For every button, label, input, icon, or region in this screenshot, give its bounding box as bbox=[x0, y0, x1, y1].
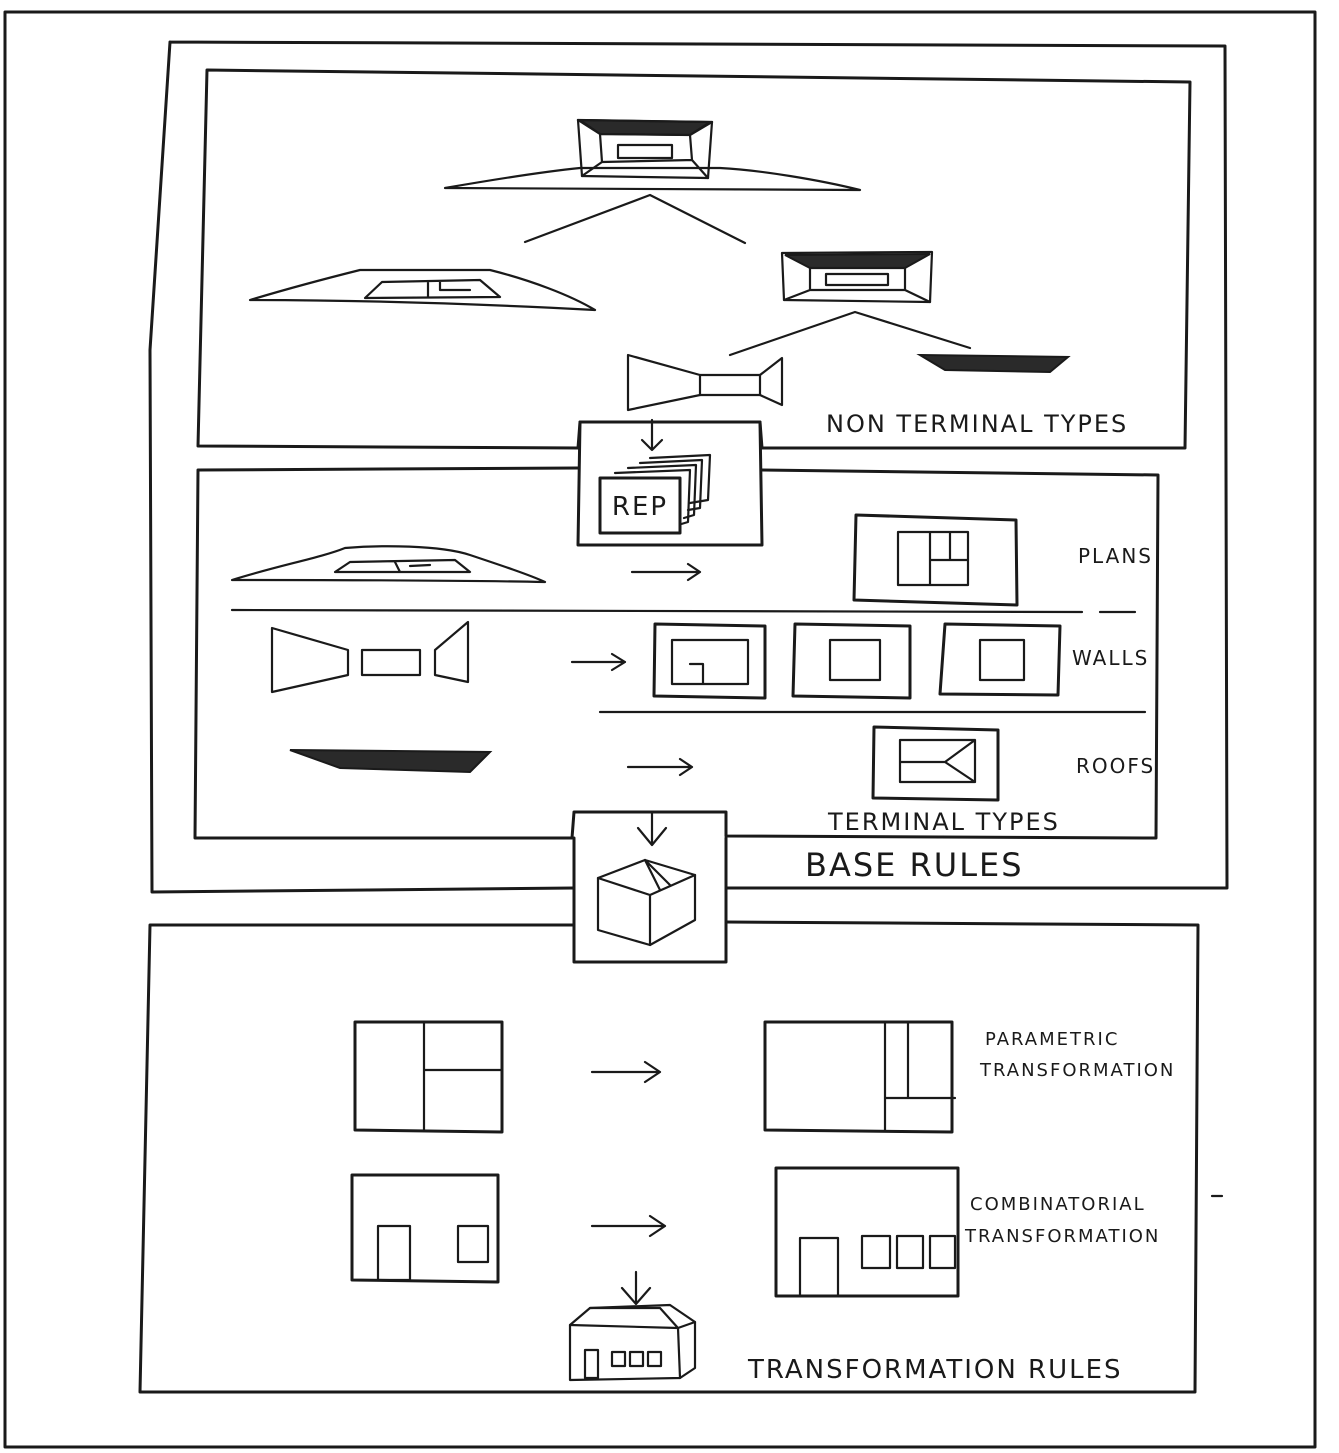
combinatorial-row: COMBINATORIAL TRANSFORMATION bbox=[352, 1168, 1160, 1296]
plans-row: PLANS bbox=[232, 515, 1153, 605]
plans-label: PLANS bbox=[1078, 544, 1153, 568]
parametric-label-2: TRANSFORMATION bbox=[979, 1060, 1175, 1081]
roofs-label: ROOFS bbox=[1076, 754, 1155, 778]
divider-1 bbox=[232, 610, 1135, 612]
combinatorial-label-2: TRANSFORMATION bbox=[964, 1226, 1160, 1247]
walls-label: WALLS bbox=[1072, 646, 1149, 670]
down-arrow-1 bbox=[638, 812, 666, 845]
house-cube-icon bbox=[598, 860, 695, 945]
walls-row: WALLS bbox=[272, 622, 1149, 698]
terminal-types-label: TERMINAL TYPES bbox=[827, 808, 1060, 836]
down-arrow-2 bbox=[622, 1272, 650, 1304]
transformation-rules-frame bbox=[140, 922, 1198, 1392]
non-terminal-tree bbox=[250, 120, 1068, 410]
rep-box: REP bbox=[578, 420, 762, 545]
rep-label: REP bbox=[612, 492, 668, 522]
roofs-row: ROOFS bbox=[290, 727, 1155, 800]
parametric-row: PARAMETRIC TRANSFORMATION bbox=[355, 1022, 1175, 1132]
final-house-icon bbox=[570, 1305, 695, 1380]
parametric-label-1: PARAMETRIC bbox=[985, 1029, 1119, 1050]
base-rules-label: BASE RULES bbox=[805, 846, 1024, 884]
non-terminal-types-label: NON TERMINAL TYPES bbox=[826, 410, 1128, 438]
transformation-rules-label: TRANSFORMATION RULES bbox=[747, 1355, 1123, 1385]
combinatorial-label-1: COMBINATORIAL bbox=[970, 1194, 1146, 1215]
